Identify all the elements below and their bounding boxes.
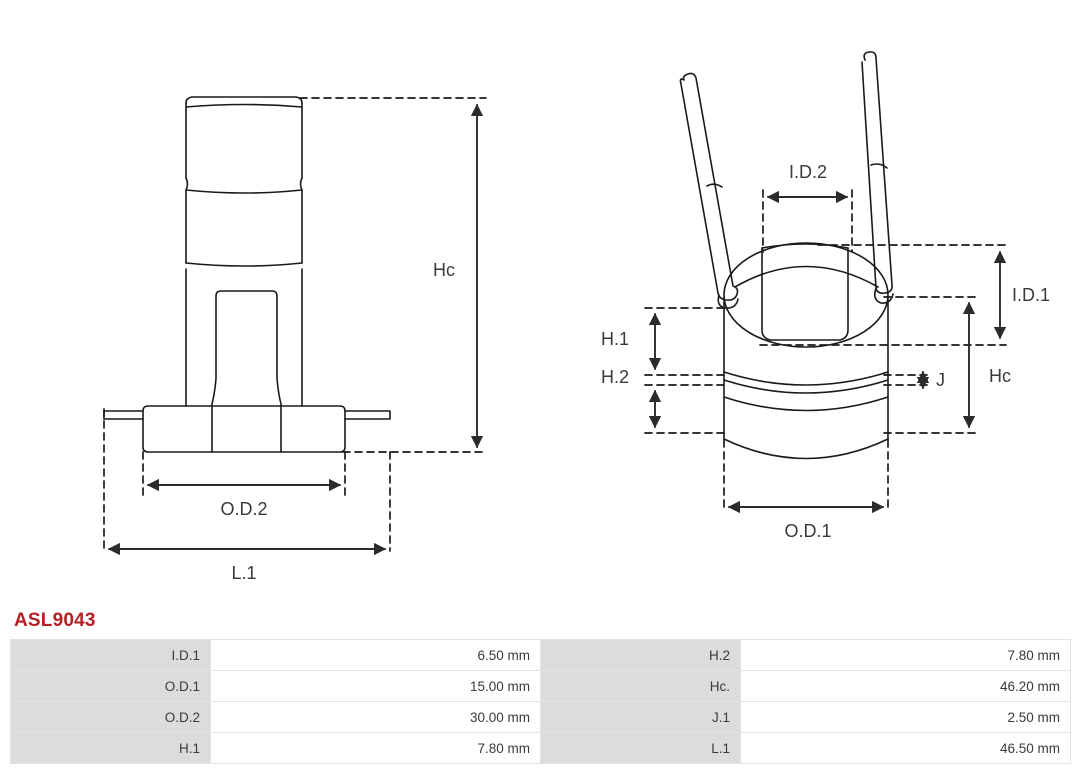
dimension-label-od1: O.D.1 — [784, 521, 831, 541]
od1-extension-lines — [723, 439, 889, 510]
right-part-outline — [679, 51, 894, 460]
dimension-label-id1: I.D.1 — [1012, 285, 1050, 305]
technical-drawing-area: Hc O.D.2 L.1 — [103, 51, 1050, 583]
specification-table: I.D.1 6.50 mm H.2 7.80 mm O.D.1 15.00 mm… — [10, 639, 1071, 764]
spec-value: 7.80 mm — [740, 639, 1071, 671]
spec-label: I.D.1 — [10, 639, 211, 671]
spec-label: J.1 — [540, 701, 741, 733]
dimension-label-h1: H.1 — [601, 329, 629, 349]
dimension-label-h2: H.2 — [601, 367, 629, 387]
dimension-label-od2: O.D.2 — [220, 499, 267, 519]
table-row: O.D.1 15.00 mm Hc. 46.20 mm — [10, 670, 1071, 702]
spec-label: Hc. — [540, 670, 741, 702]
spec-label: H.1 — [10, 732, 211, 764]
dimension-label-l1: L.1 — [231, 563, 256, 583]
part-number-heading: ASL9043 — [14, 610, 96, 631]
right-view-extension-lines — [644, 189, 1007, 434]
spec-value: 7.80 mm — [210, 732, 541, 764]
dimension-label-id2: I.D.2 — [789, 162, 827, 182]
right-view-dimension-arrows — [648, 190, 1007, 514]
specification-table-wrapper: I.D.1 6.50 mm H.2 7.80 mm O.D.1 15.00 mm… — [10, 639, 1071, 764]
specification-table-body: I.D.1 6.50 mm H.2 7.80 mm O.D.1 15.00 mm… — [10, 639, 1071, 764]
spec-label: O.D.1 — [10, 670, 211, 702]
spec-label: L.1 — [540, 732, 741, 764]
table-row: O.D.2 30.00 mm J.1 2.50 mm — [10, 701, 1071, 733]
spec-label: H.2 — [540, 639, 741, 671]
spec-label: O.D.2 — [10, 701, 211, 733]
left-view-dimension-text: Hc O.D.2 L.1 — [220, 260, 455, 583]
spec-value: 2.50 mm — [740, 701, 1071, 733]
left-part-outline — [103, 96, 391, 453]
dimension-label-j: J — [936, 370, 945, 390]
spec-value: 46.20 mm — [740, 670, 1071, 702]
spec-value: 6.50 mm — [210, 639, 541, 671]
table-row: H.1 7.80 mm L.1 46.50 mm — [10, 732, 1071, 764]
left-view-dimension-arrows — [107, 103, 484, 556]
dimension-label-hc-right: Hc — [989, 366, 1011, 386]
spec-value: 15.00 mm — [210, 670, 541, 702]
dimension-label-hc-left: Hc — [433, 260, 455, 280]
table-row: I.D.1 6.50 mm H.2 7.80 mm — [10, 639, 1071, 671]
technical-drawing-svg: Hc O.D.2 L.1 — [103, 51, 1050, 583]
spec-value: 30.00 mm — [210, 701, 541, 733]
spec-value: 46.50 mm — [740, 732, 1071, 764]
right-view-dimension-text: I.D.2 I.D.1 Hc H.1 H.2 J O.D.1 — [601, 162, 1050, 541]
left-view-extension-lines — [103, 97, 487, 552]
